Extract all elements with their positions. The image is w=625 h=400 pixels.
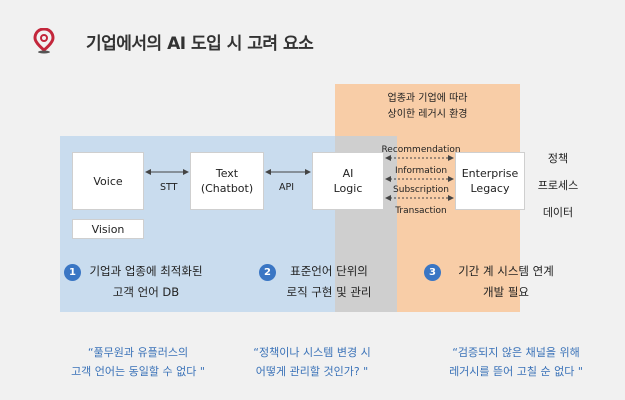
- quote-policy-change: “정책이나 시스템 변경 시 어떻게 관리할 것인가? ": [222, 343, 402, 381]
- point-text: 기업과 업종에 최적화된 고객 언어 DB: [80, 261, 212, 303]
- point-line: 로직 구현 및 관리: [286, 285, 372, 299]
- legacy-note: 업종과 기업에 따라 상이한 레거시 환경: [335, 91, 520, 123]
- side-label-data: 데이터: [542, 206, 574, 219]
- text-sublabel: (Chatbot): [200, 182, 254, 195]
- point-number-badge: 1: [64, 264, 81, 281]
- point-line: 기간 계 시스템 연계: [458, 264, 554, 278]
- quote-customer-language: “풀무원과 유플러스의 고객 언어는 동일할 수 없다 ": [48, 343, 228, 381]
- quote-line: “풀무원과 유플러스의: [87, 346, 189, 359]
- quote-legacy: “검증되지 않은 채널을 위해 레거시를 뜯어 고칠 순 없다 ": [418, 343, 614, 381]
- map-pin-icon: [33, 28, 55, 54]
- vision-label: Vision: [91, 222, 125, 236]
- quote-line: 고객 언어는 동일할 수 없다 ": [71, 365, 205, 378]
- enterprise-label: Enterprise: [461, 167, 519, 180]
- legacy-note-line: 업종과 기업에 따라: [387, 93, 468, 104]
- quote-line: “정책이나 시스템 변경 시: [253, 346, 371, 359]
- point-number-badge: 2: [259, 264, 276, 281]
- voice-label: Voice: [93, 174, 123, 188]
- side-label-process: 프로세스: [537, 179, 579, 192]
- api-label: API: [279, 182, 295, 193]
- logic-label: Logic: [333, 182, 363, 195]
- quote-line: “검증되지 않은 채널을 위해: [452, 346, 580, 359]
- quote-line: 레거시를 뜯어 고칠 순 없다 ": [449, 365, 583, 378]
- point-line: 기업과 업종에 최적화된: [89, 264, 203, 278]
- protocol-information: Information: [394, 166, 448, 176]
- ai-logic-box: AI Logic: [312, 152, 384, 210]
- protocol-transaction: Transaction: [395, 206, 447, 216]
- point-line: 표준언어 단위의: [290, 264, 368, 278]
- ai-label: AI: [342, 167, 354, 180]
- text-label: Text: [215, 167, 239, 180]
- page-title: 기업에서의 AI 도입 시 고려 요소: [86, 34, 314, 54]
- point-line: 개발 필요: [483, 285, 529, 299]
- enterprise-legacy-box: Enterprise Legacy: [455, 152, 525, 210]
- side-label-policy: 정책: [547, 152, 569, 165]
- zone-legacy-top: [335, 84, 520, 136]
- protocol-subscription: Subscription: [393, 185, 449, 195]
- stt-label: STT: [160, 182, 178, 193]
- legacy-note-line: 상이한 레거시 환경: [387, 109, 468, 120]
- quote-line: 어떻게 관리할 것인가? ": [255, 365, 369, 378]
- point-text: 표준언어 단위의 로직 구현 및 관리: [275, 261, 383, 303]
- protocol-recommendation: Recommendation: [381, 145, 461, 155]
- vision-box: Vision: [72, 219, 144, 239]
- legacy-label: Legacy: [470, 182, 510, 195]
- voice-box: Voice: [72, 152, 144, 210]
- point-number-badge: 3: [424, 264, 441, 281]
- point-line: 고객 언어 DB: [112, 285, 180, 299]
- text-chatbot-box: Text (Chatbot): [190, 152, 264, 210]
- point-text: 기간 계 시스템 연계 개발 필요: [442, 261, 570, 303]
